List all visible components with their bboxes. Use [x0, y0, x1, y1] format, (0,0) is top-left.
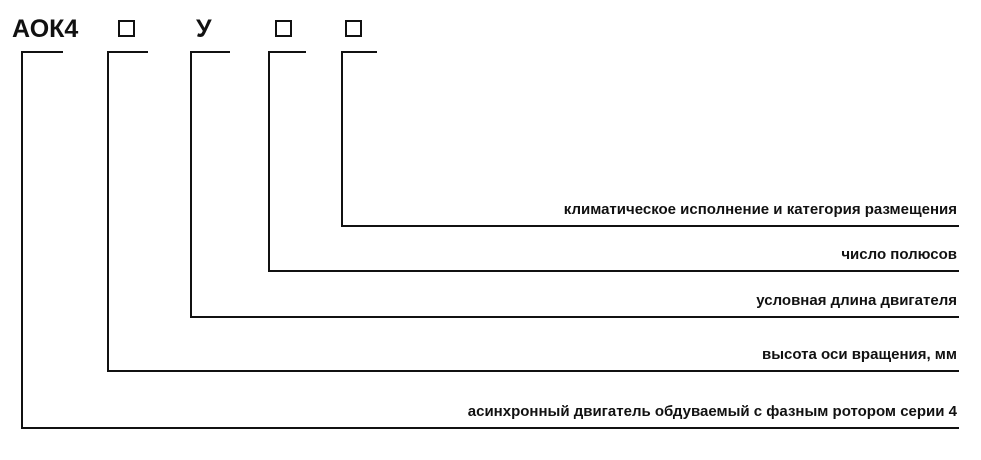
description-climate: климатическое исполнение и категория раз… [563, 201, 957, 218]
placeholder-box-shaft-height [118, 20, 135, 37]
description-shaft-height: высота оси вращения, мм [762, 346, 957, 363]
description-length: условная длина двигателя [756, 292, 957, 309]
connector-length [190, 51, 959, 318]
connector-series [21, 51, 959, 429]
designation-length-letter: У [196, 15, 212, 43]
placeholder-box-climate [345, 20, 362, 37]
connector-poles [268, 51, 959, 272]
description-poles: число полюсов [841, 246, 957, 263]
connector-shaft-height [107, 51, 959, 372]
connector-climate [341, 51, 959, 227]
description-series: асинхронный двигатель обдуваемый с фазны… [467, 403, 957, 420]
designation-prefix: АОК4 [12, 15, 79, 43]
placeholder-box-poles [275, 20, 292, 37]
